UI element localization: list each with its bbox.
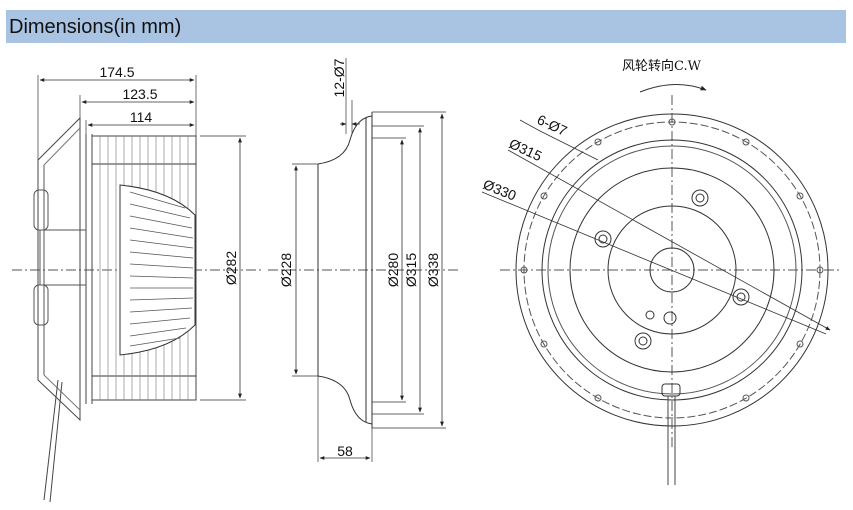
section-dim-inlet: Ø228 bbox=[278, 253, 294, 287]
front-view bbox=[481, 83, 840, 485]
section-dim-ring: Ø280 bbox=[385, 253, 401, 287]
page-title: Dimensions(in mm) bbox=[9, 16, 182, 38]
side-view bbox=[12, 75, 262, 503]
section-dim-holes: 12-Ø7 bbox=[331, 58, 347, 97]
side-dim-overall: 174.5 bbox=[99, 64, 134, 80]
section-dim-pcd: Ø315 bbox=[403, 253, 419, 287]
side-dim-inner: 114 bbox=[130, 109, 153, 125]
header-bar: Dimensions(in mm) bbox=[6, 10, 846, 43]
side-dim-middle: 123.5 bbox=[122, 86, 157, 102]
side-dim-height: Ø282 bbox=[223, 251, 239, 285]
rotation-direction-label: 风轮转向C.W bbox=[622, 58, 702, 74]
front-dim-holes: 6-Ø7 bbox=[535, 111, 570, 139]
section-view bbox=[268, 58, 460, 462]
section-dim-depth: 58 bbox=[337, 443, 353, 459]
section-dim-flange: Ø338 bbox=[425, 253, 441, 287]
